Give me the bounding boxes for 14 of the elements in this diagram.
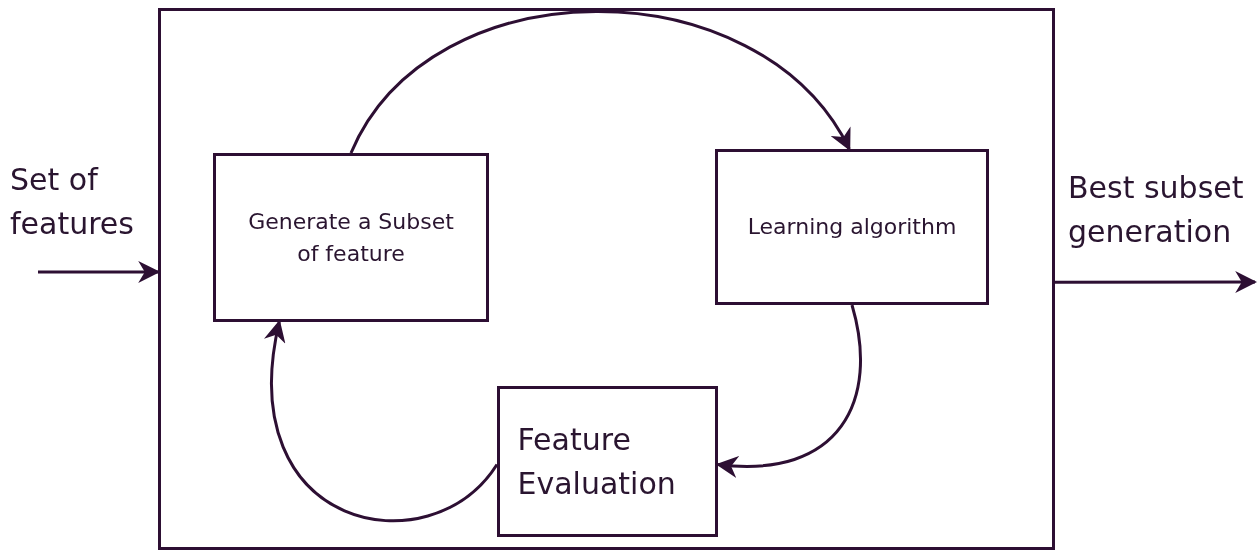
process-box xyxy=(213,153,489,322)
arrow xyxy=(715,304,862,477)
io-label: Set of features xyxy=(10,161,135,243)
box-label: Feature Evaluation xyxy=(517,421,677,503)
arrow xyxy=(349,10,851,154)
box-label: Learning algorithm xyxy=(747,213,957,242)
system-boundary-box xyxy=(158,8,1055,550)
process-box xyxy=(715,149,989,305)
arrow xyxy=(265,319,499,522)
io-label: Best subset generation xyxy=(1068,169,1245,251)
process-box xyxy=(497,386,718,537)
box-label: Generate a Subset of feature xyxy=(247,207,455,268)
arrow xyxy=(38,260,161,283)
arrow xyxy=(1055,271,1258,293)
